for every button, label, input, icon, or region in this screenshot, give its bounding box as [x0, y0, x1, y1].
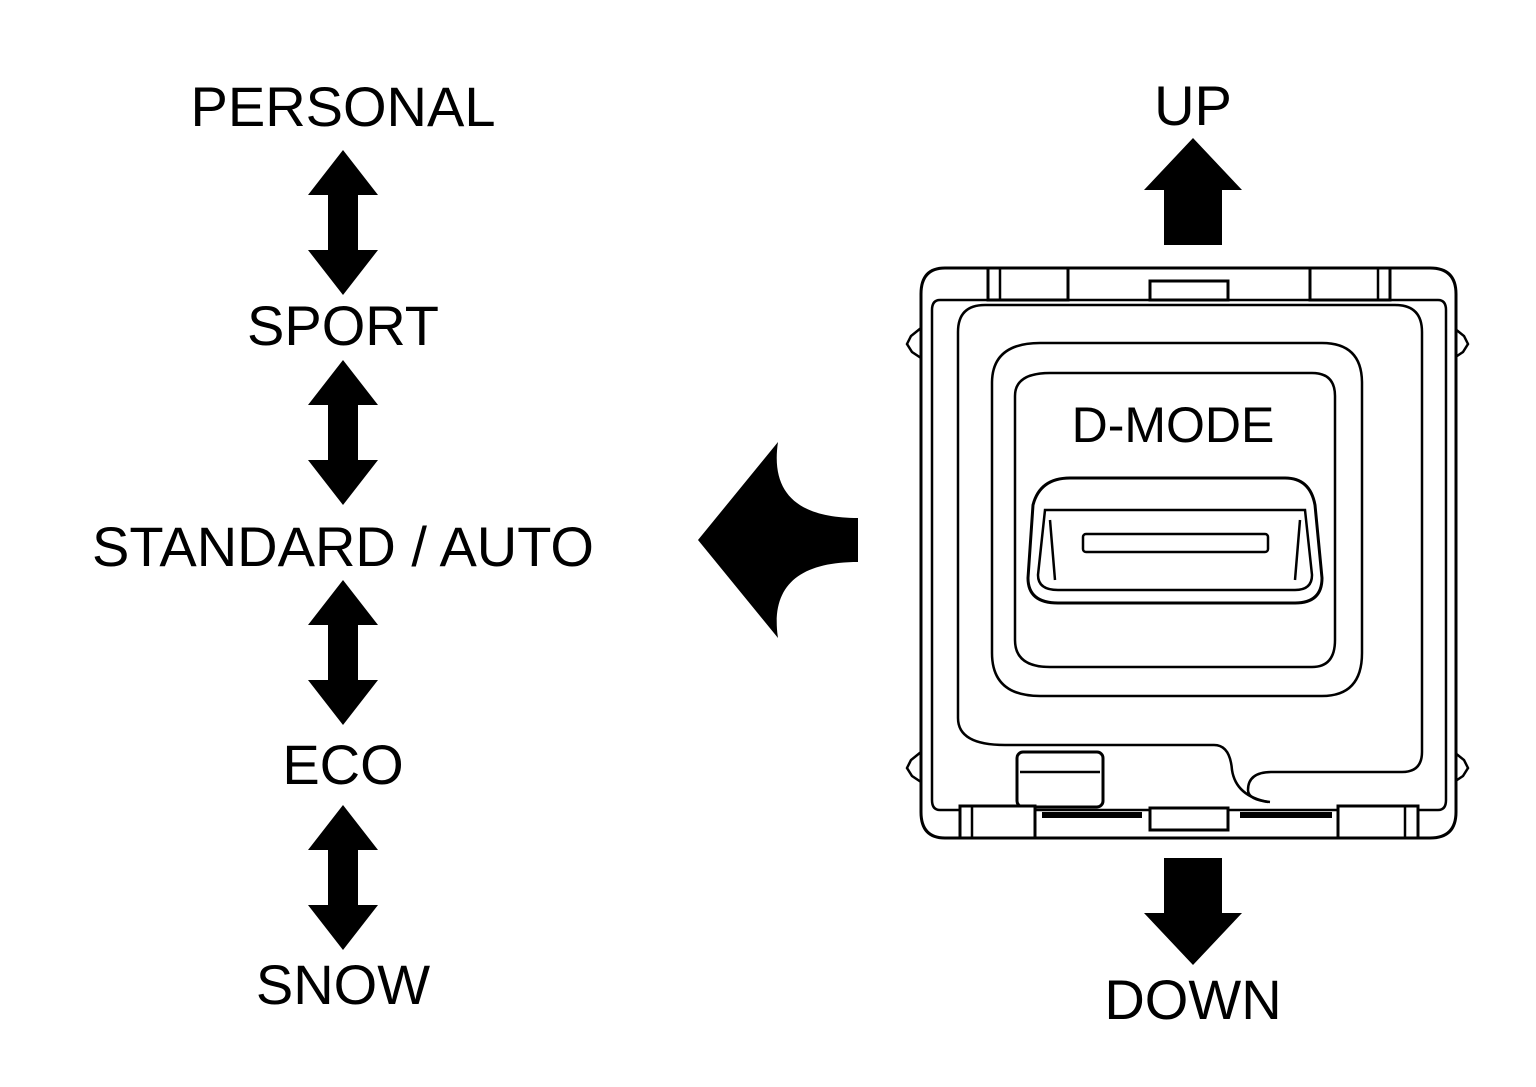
down-arrow-icon	[1144, 858, 1242, 965]
up-arrow-icon	[1144, 138, 1242, 245]
double-arrow-icon	[308, 805, 378, 950]
up-label: UP	[1154, 74, 1232, 137]
bottom-tab-center	[1148, 806, 1230, 832]
mode-label-sport: SPORT	[247, 294, 439, 357]
double-arrow-icon	[308, 150, 378, 295]
d-mode-switch: D-MODE	[905, 266, 1470, 840]
left-pointer-arrow-icon	[698, 442, 858, 638]
lever-body[interactable]	[1026, 476, 1324, 605]
side-clip	[905, 751, 922, 784]
mode-label-snow: SNOW	[256, 953, 430, 1016]
down-label: DOWN	[1104, 968, 1281, 1031]
mode-list: PERSONAL SPORT STANDARD / AUTO ECO SNOW	[92, 75, 594, 1016]
side-clip	[1453, 751, 1470, 784]
d-mode-toggle-lever[interactable]	[1026, 476, 1324, 605]
mode-label-personal: PERSONAL	[191, 75, 496, 138]
double-arrow-icon	[308, 360, 378, 505]
side-clip	[1453, 327, 1470, 360]
side-clip	[905, 327, 922, 360]
bottom-latch	[1015, 750, 1105, 809]
d-mode-label: D-MODE	[1072, 397, 1275, 453]
mode-label-standard-auto: STANDARD / AUTO	[92, 515, 594, 578]
lever-grip-slot	[1081, 532, 1270, 554]
mode-label-eco: ECO	[282, 733, 403, 796]
switch-housing-inner	[930, 298, 1448, 812]
switch-panel	[990, 341, 1364, 698]
double-arrow-icon	[308, 580, 378, 725]
